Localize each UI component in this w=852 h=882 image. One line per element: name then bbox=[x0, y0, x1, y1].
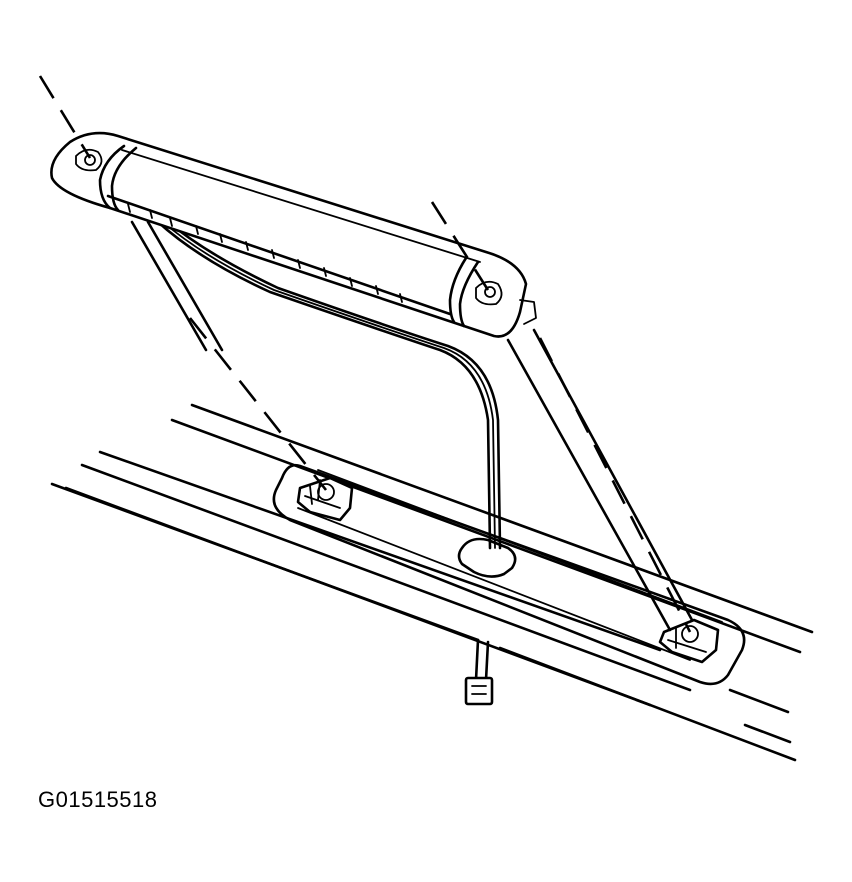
roof-panel-lines bbox=[50, 403, 814, 762]
left-support-leg bbox=[130, 220, 224, 352]
right-support-leg bbox=[506, 328, 694, 632]
electrical-connector bbox=[464, 638, 494, 706]
wiring-harness bbox=[156, 220, 502, 550]
wire-grommet bbox=[457, 537, 517, 578]
right-mounting-clip bbox=[658, 618, 720, 664]
left-mounting-clip bbox=[296, 476, 354, 522]
alignment-lines bbox=[38, 75, 692, 633]
mounting-channel bbox=[272, 463, 746, 686]
figure-code: G01515518 bbox=[38, 787, 158, 812]
lamp-housing bbox=[50, 131, 537, 338]
